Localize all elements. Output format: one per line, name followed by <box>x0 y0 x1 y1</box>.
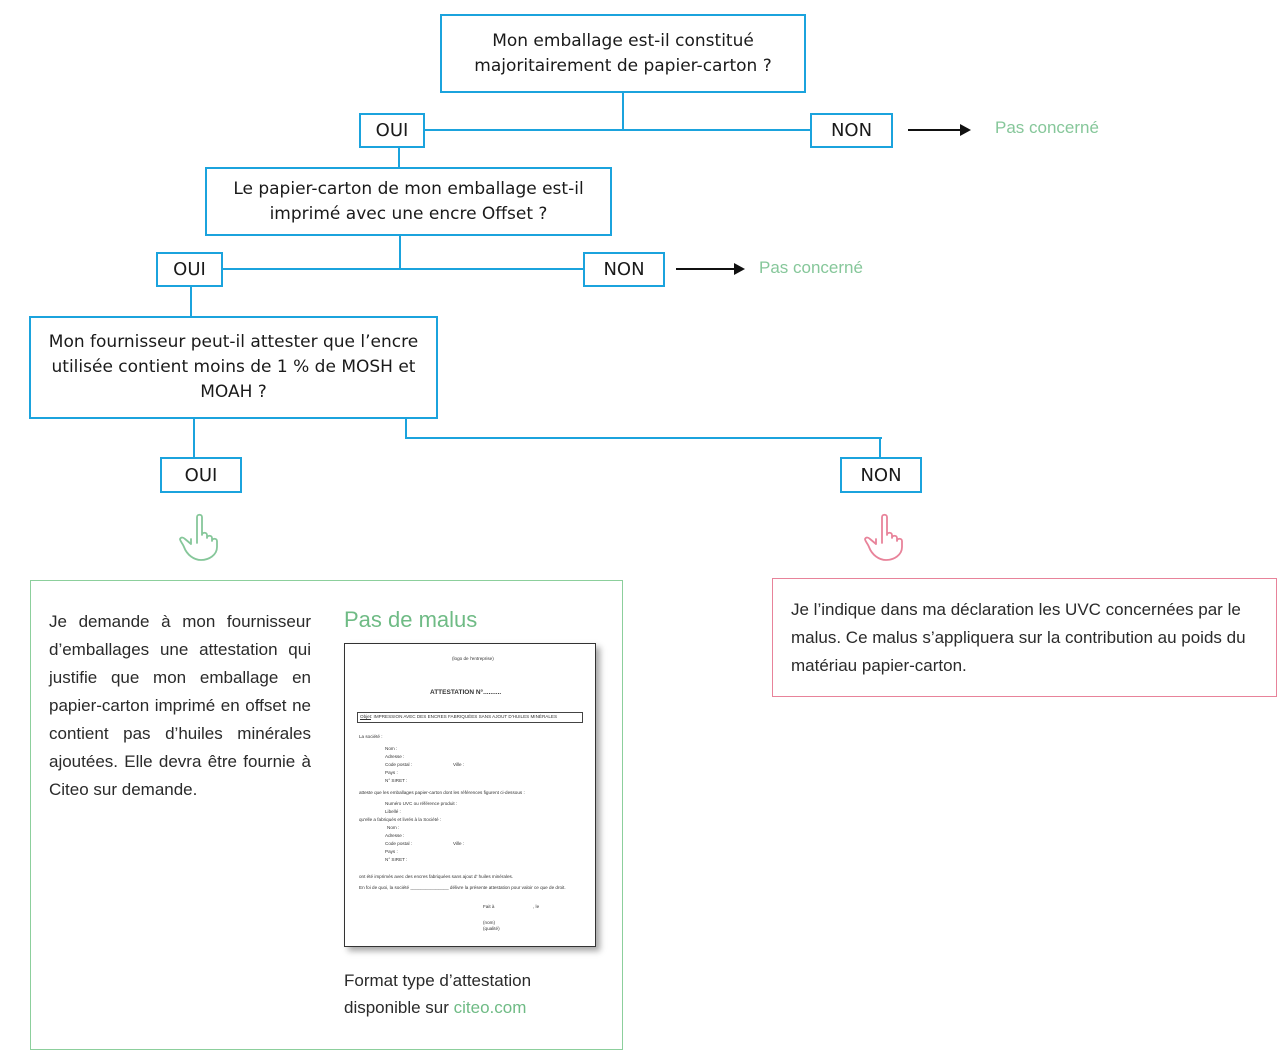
connector <box>221 268 585 270</box>
answer-non-1: NON <box>810 113 893 148</box>
arrow-right-icon <box>960 124 971 136</box>
no-malus-text: Je demande à mon fournisseur d’emballage… <box>49 612 311 799</box>
attestation-document: (logo de l'entreprise) ATTESTATION N°...… <box>344 643 596 947</box>
question-1-text: Mon emballage est-il constitué majoritai… <box>474 30 772 76</box>
question-1-box: Mon emballage est-il constitué majoritai… <box>440 14 806 93</box>
attestation-caption: Format type d’attestation disponible sur… <box>344 971 532 1017</box>
connector <box>405 419 407 439</box>
no-malus-title: Pas de malus <box>344 607 478 632</box>
hand-pointing-down-icon <box>179 513 218 561</box>
citeo-link[interactable]: citeo.com <box>453 998 527 1017</box>
hand-pointing-down-icon <box>864 513 903 561</box>
connector <box>190 287 192 318</box>
answer-oui-1: OUI <box>359 113 425 148</box>
connector <box>399 236 401 269</box>
answer-oui-2: OUI <box>156 252 223 287</box>
not-concerned-1: Pas concerné <box>995 118 1099 137</box>
connector <box>398 148 400 169</box>
connector <box>405 437 882 439</box>
question-3-box: Mon fournisseur peut-il attester que l’e… <box>29 316 438 419</box>
connector <box>193 419 195 460</box>
arrow-right-icon <box>734 263 745 275</box>
connector <box>622 93 624 130</box>
malus-panel: Je l’indique dans ma déclaration les UVC… <box>772 578 1277 697</box>
attestation-objet: Objet: IMPRESSION AVEC DES ENCRES FABRIQ… <box>357 712 583 723</box>
answer-non-3: NON <box>840 457 922 493</box>
connector <box>423 129 812 131</box>
arrow-right-icon <box>676 268 735 270</box>
question-2-text: Le papier-carton de mon emballage est-il… <box>233 178 584 224</box>
malus-text: Je l’indique dans ma déclaration les UVC… <box>791 600 1246 675</box>
answer-oui-3: OUI <box>160 457 242 493</box>
arrow-right-icon <box>908 129 961 131</box>
connector <box>879 437 881 458</box>
question-2-box: Le papier-carton de mon emballage est-il… <box>205 167 612 236</box>
answer-non-2: NON <box>583 252 665 287</box>
question-3-text: Mon fournisseur peut-il attester que l’e… <box>48 332 419 402</box>
not-concerned-2: Pas concerné <box>759 258 863 277</box>
